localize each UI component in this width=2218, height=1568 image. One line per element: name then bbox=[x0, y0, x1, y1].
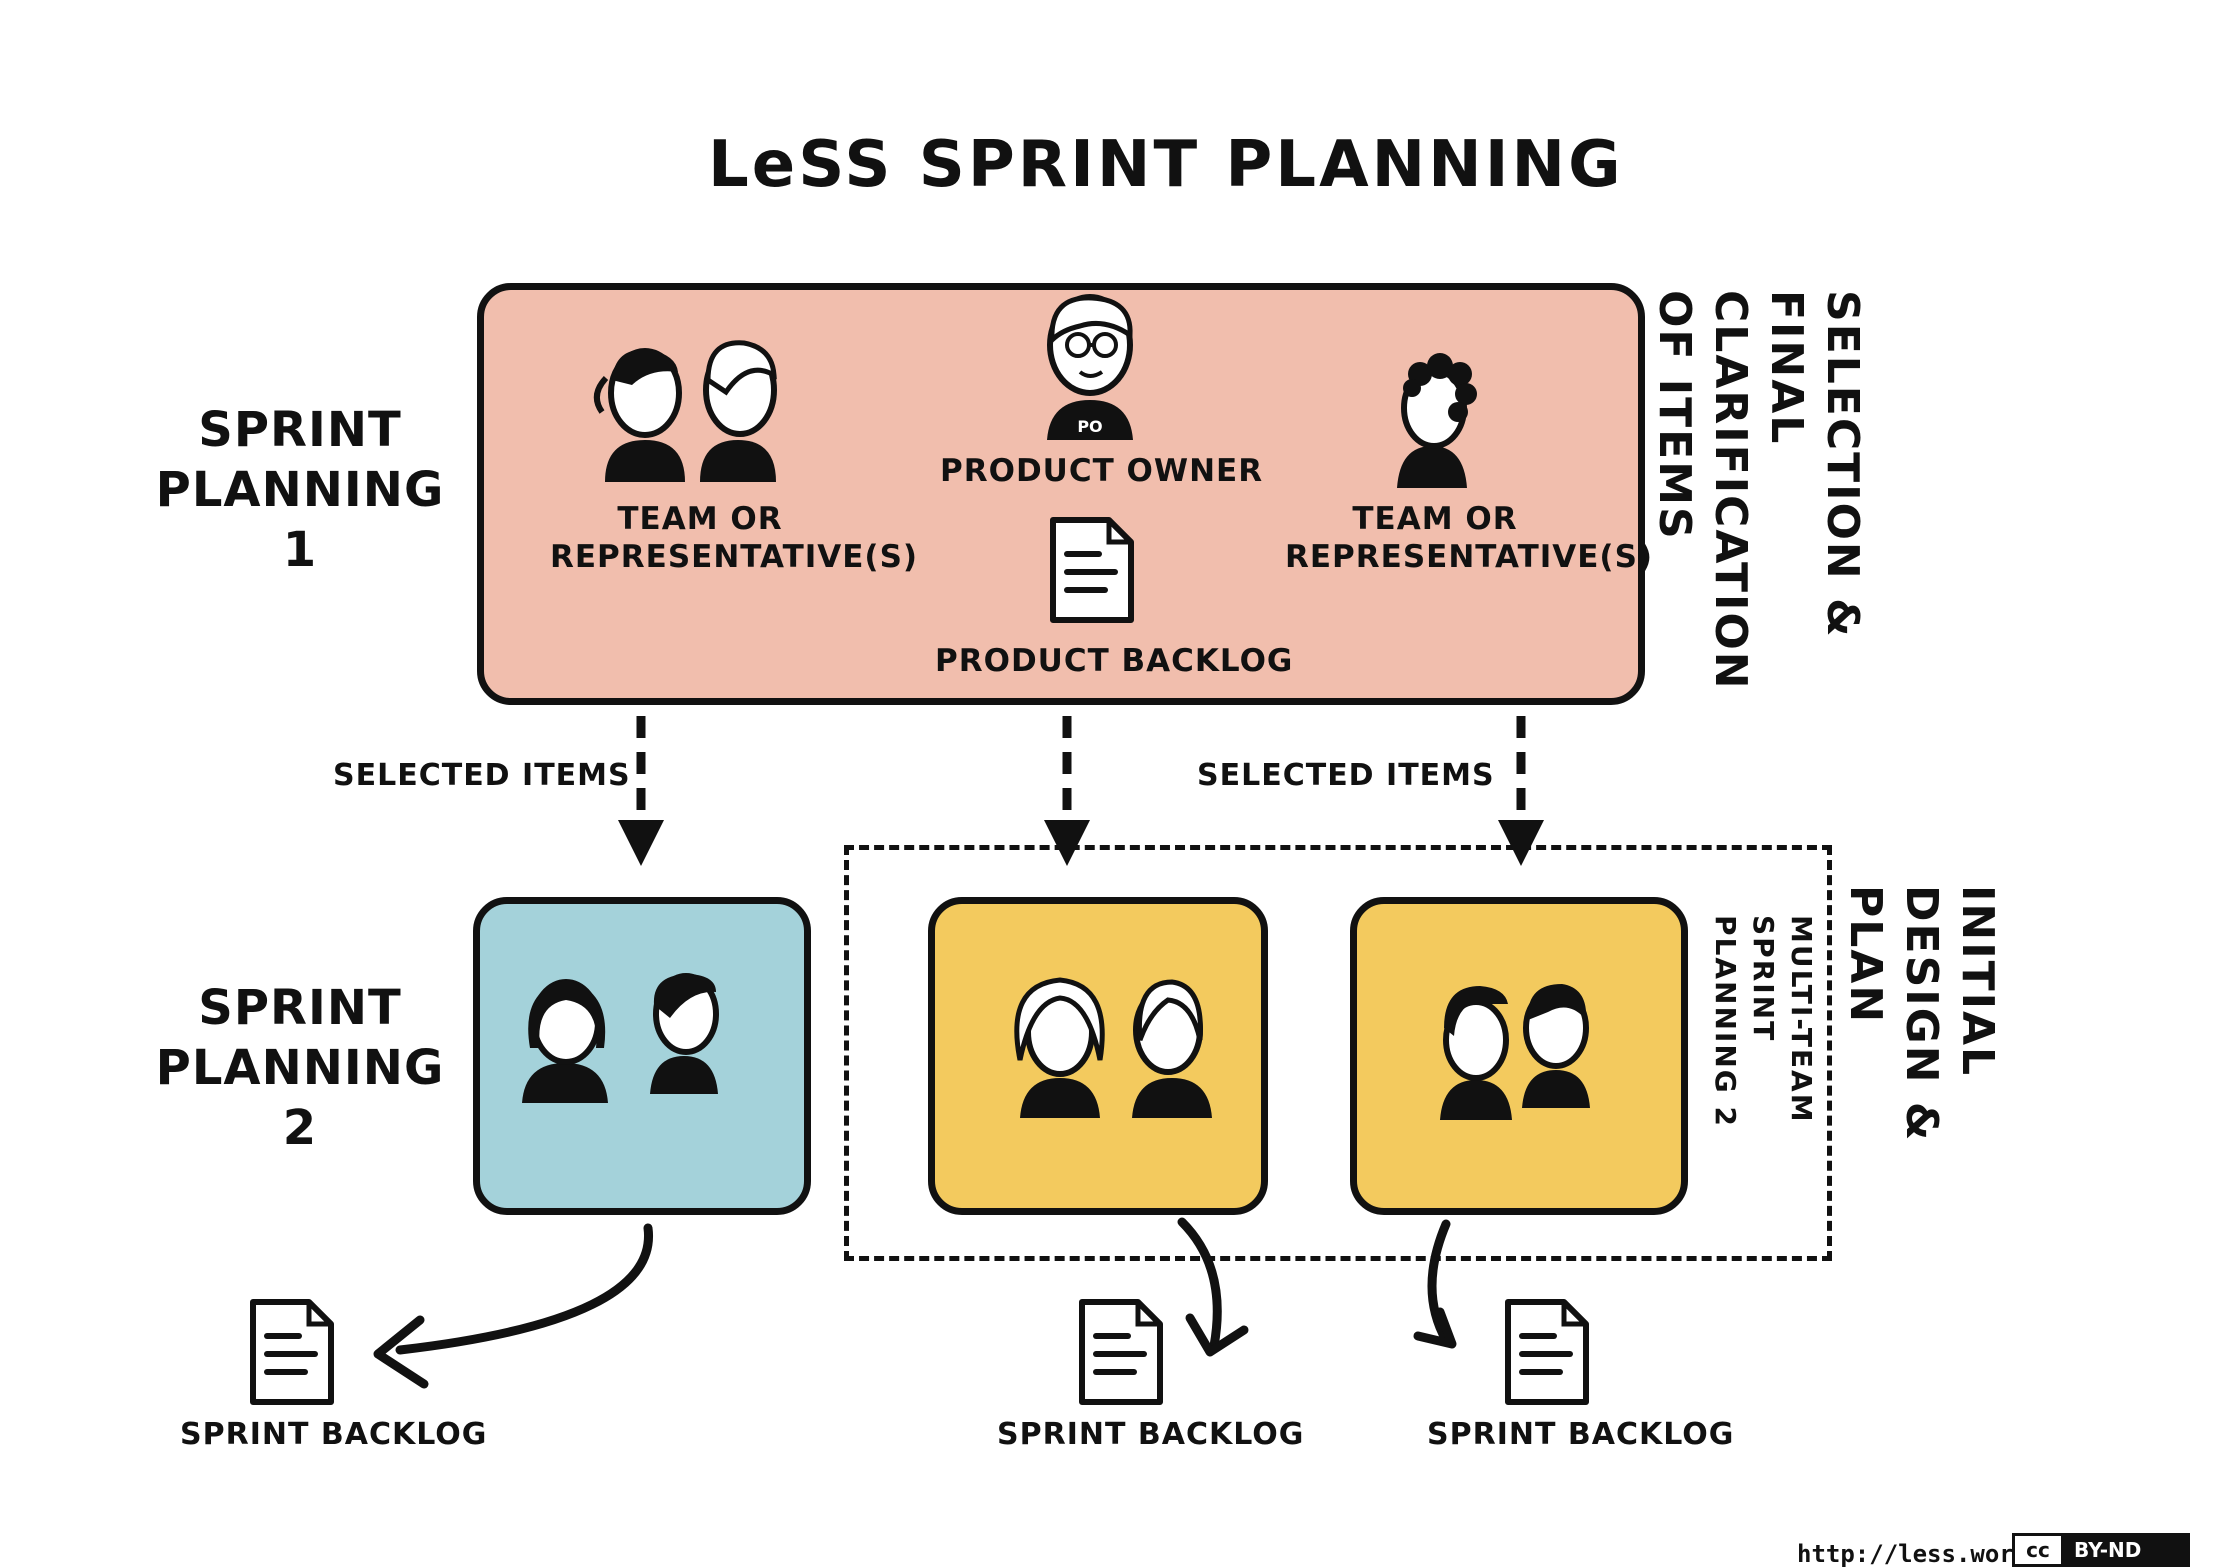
multi-team-box-2 bbox=[1350, 897, 1688, 1215]
backlog-arrow-3 bbox=[1413, 1219, 1457, 1349]
multi-team-label: MULTI-TEAM SPRINT PLANNING 2 bbox=[1709, 915, 1818, 1128]
sprint-backlog-caption-3: SPRINT BACKLOG bbox=[1427, 1417, 1735, 1452]
sprint-backlog-document-icon-3 bbox=[1508, 1302, 1586, 1402]
person-icon-blue-1 bbox=[522, 979, 608, 1103]
initial-design-plan-note: INITIAL DESIGN & PLAN bbox=[1840, 885, 2003, 1143]
sprint-backlog-caption-2: SPRINT BACKLOG bbox=[997, 1417, 1305, 1452]
product-owner-icon: PO bbox=[1047, 294, 1133, 440]
selected-items-arrow-left bbox=[618, 716, 664, 866]
sprint-planning-1-label: SPRINT PLANNING 1 bbox=[155, 402, 445, 578]
sprint-planning-2-label: SPRINT PLANNING 2 bbox=[155, 980, 445, 1156]
sprint-backlog-document-icon-2 bbox=[1082, 1302, 1160, 1402]
license-text: BY-ND bbox=[2064, 1536, 2187, 1564]
selected-items-label-right: SELECTED ITEMS bbox=[1197, 758, 1495, 793]
footer-url-link[interactable]: http://less.works bbox=[1797, 1540, 2043, 1568]
person-icon-team-right bbox=[1397, 353, 1477, 488]
person-icon-team-left-2 bbox=[700, 340, 777, 482]
backlog-arrow-2 bbox=[1177, 1217, 1249, 1357]
person-icon-blue-2 bbox=[650, 973, 719, 1094]
sprint-backlog-caption-1: SPRINT BACKLOG bbox=[180, 1417, 488, 1452]
product-backlog-caption: PRODUCT BACKLOG bbox=[935, 643, 1294, 679]
selection-clarification-note: SELECTION & FINAL CLARIFICATION OF ITEMS bbox=[1649, 290, 1868, 691]
diagram-title: LeSS SPRINT PLANNING bbox=[708, 128, 1624, 202]
cc-license-badge: cc BY-ND bbox=[2012, 1533, 2190, 1567]
sprint-backlog-document-icon-1 bbox=[253, 1302, 331, 1402]
person-icon-yellow-4 bbox=[1522, 984, 1590, 1108]
person-icon-team-left-1 bbox=[593, 348, 685, 482]
selected-items-arrow-middle bbox=[1044, 716, 1090, 866]
multi-team-container bbox=[844, 845, 1832, 1261]
po-badge: PO bbox=[1077, 417, 1102, 436]
backlog-arrow-1 bbox=[373, 1223, 654, 1389]
person-icon-yellow-2 bbox=[1132, 979, 1212, 1118]
person-icon-yellow-1 bbox=[1014, 977, 1105, 1118]
single-team-box bbox=[473, 897, 811, 1215]
person-icon-yellow-3 bbox=[1440, 986, 1512, 1120]
selected-items-arrow-right bbox=[1498, 716, 1544, 866]
selected-items-label-left: SELECTED ITEMS bbox=[333, 758, 631, 793]
product-owner-caption: PRODUCT OWNER bbox=[940, 453, 1264, 489]
product-backlog-document-icon bbox=[1053, 520, 1131, 620]
cc-icon: cc bbox=[2015, 1536, 2064, 1564]
